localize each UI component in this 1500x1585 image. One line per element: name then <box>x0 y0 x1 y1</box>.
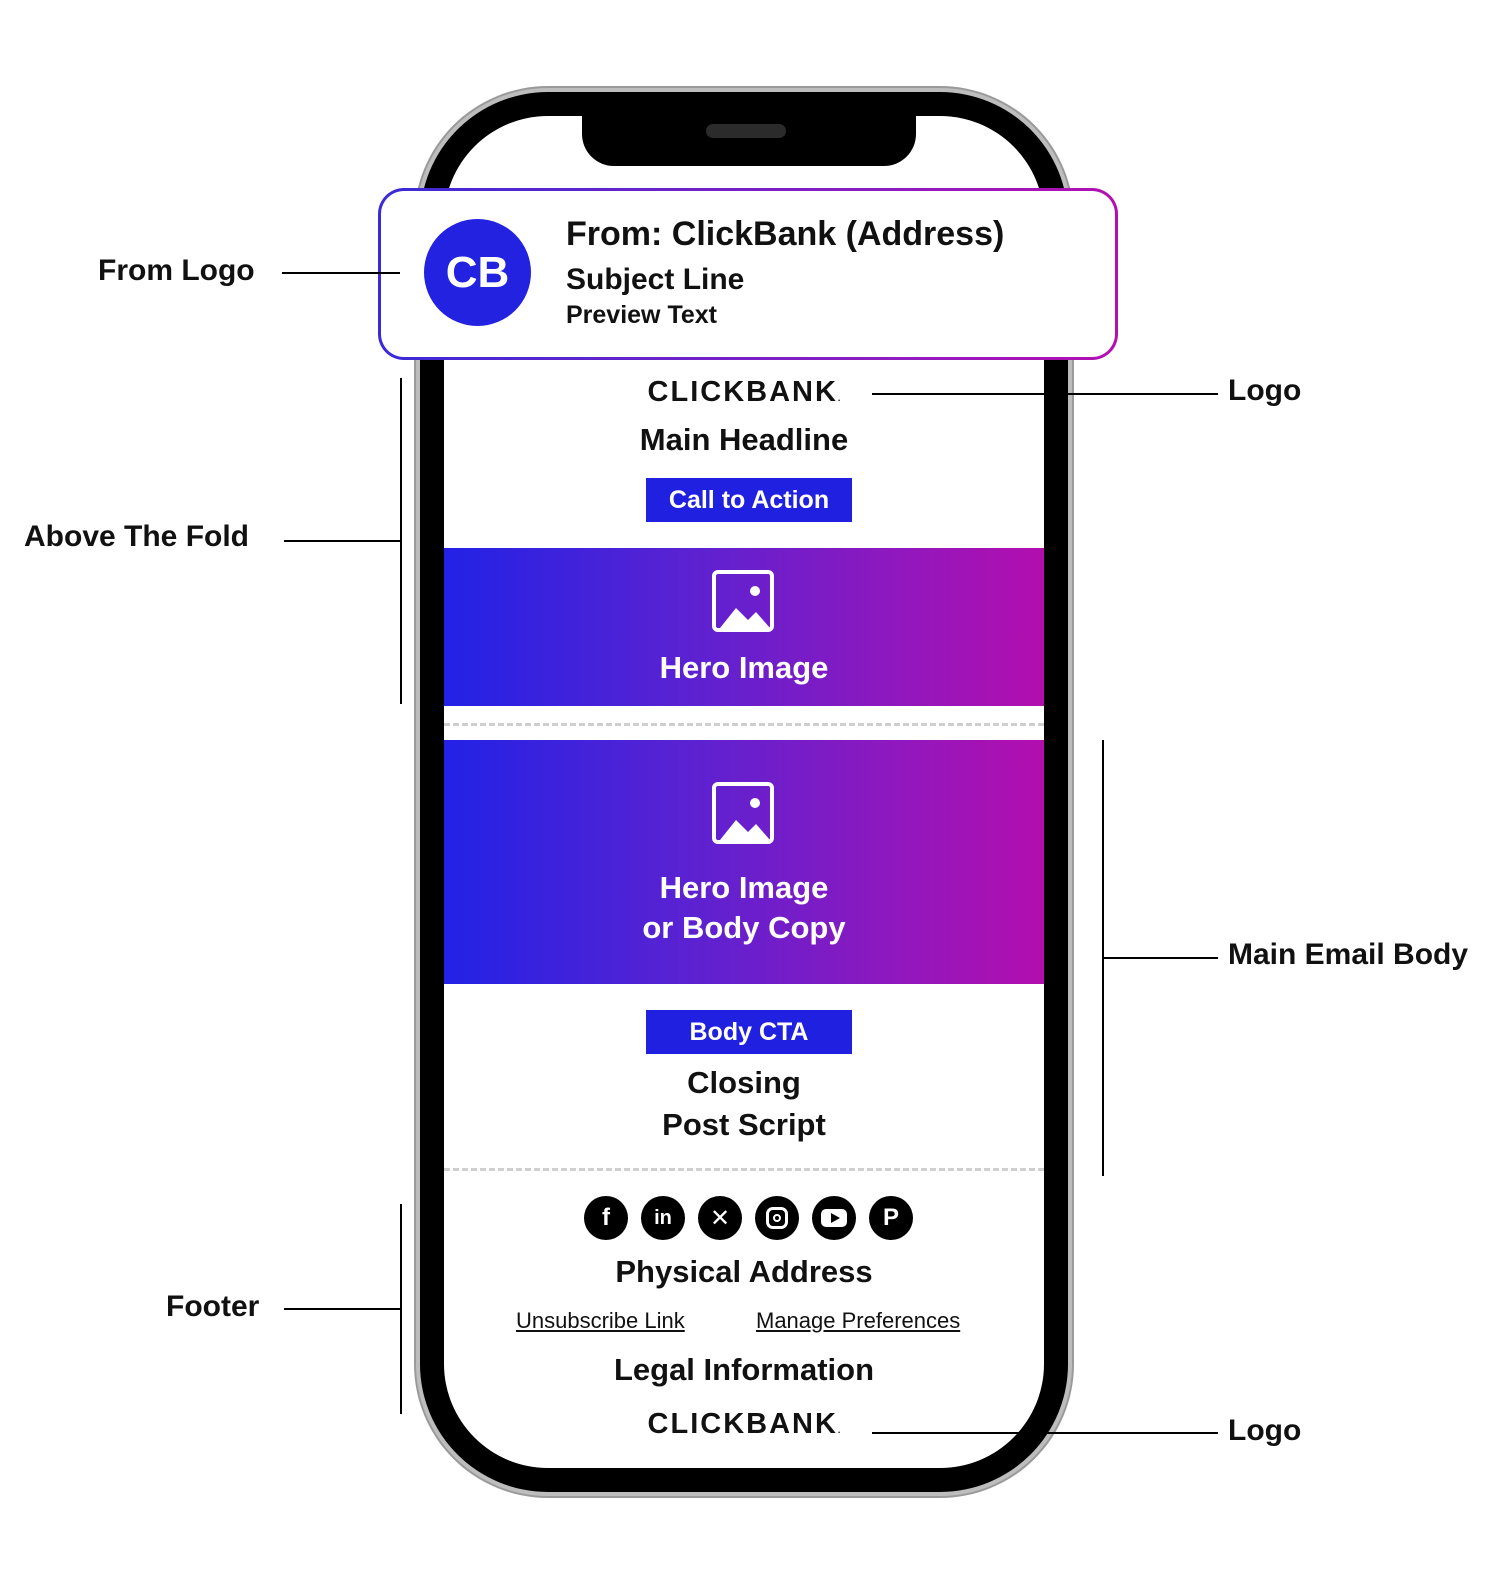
annotation-logo-bottom: Logo <box>1228 1414 1302 1447</box>
annotation-line <box>284 1308 400 1310</box>
hero-label: Hero Image <box>659 650 829 685</box>
hero-body-line1: Hero Image <box>659 870 829 905</box>
annotation-bracket <box>400 1204 402 1414</box>
post-script-text: Post Script <box>662 1107 826 1142</box>
logo-wordmark: CLICKBANK <box>647 376 838 408</box>
annotation-line <box>282 272 400 274</box>
notification-card[interactable]: CB From: ClickBank (Address) Subject Lin… <box>378 188 1118 360</box>
youtube-icon[interactable] <box>812 1196 856 1240</box>
fold-divider <box>444 723 1044 726</box>
image-icon <box>712 782 774 844</box>
annotation-from-logo: From Logo <box>98 254 255 287</box>
annotation-line <box>872 1432 1218 1434</box>
x-icon[interactable]: ✕ <box>698 1196 742 1240</box>
annotation-line <box>872 393 1218 395</box>
from-line: From: ClickBank (Address) <box>566 215 1005 253</box>
legal-information: Legal Information <box>613 1352 875 1387</box>
main-headline: Main Headline <box>639 422 849 457</box>
annotation-line <box>1102 957 1218 959</box>
annotation-line <box>284 540 400 542</box>
from-logo-avatar: CB <box>424 219 531 326</box>
cta-button[interactable]: Call to Action <box>646 478 852 522</box>
logo-mark: . <box>837 393 841 403</box>
annotation-footer: Footer <box>166 1290 260 1323</box>
logo-wordmark: CLICKBANK <box>647 1408 838 1440</box>
annotation-logo-top: Logo <box>1228 374 1302 407</box>
email-logo-bottom: CLICKBANK. <box>444 1408 1044 1441</box>
manage-preferences-link[interactable]: Manage Preferences <box>756 1308 961 1333</box>
email-logo-top: CLICKBANK. <box>444 376 1044 409</box>
hero-body-line2: or Body Copy <box>642 910 846 945</box>
linkedin-icon[interactable]: in <box>641 1196 685 1240</box>
hero-image-1: Hero Image <box>444 548 1044 706</box>
logo-mark: . <box>837 1425 841 1435</box>
annotation-above-fold: Above The Fold <box>24 520 249 553</box>
pinterest-icon[interactable]: P <box>869 1196 913 1240</box>
physical-address: Physical Address <box>615 1254 873 1289</box>
unsubscribe-link[interactable]: Unsubscribe Link <box>516 1308 685 1333</box>
subject-line: Subject Line <box>566 263 745 296</box>
annotation-bracket <box>400 378 402 704</box>
phone-notch <box>582 112 916 166</box>
footer-divider <box>444 1168 1044 1171</box>
closing-text: Closing <box>687 1065 801 1100</box>
facebook-icon[interactable]: f <box>584 1196 628 1240</box>
preview-text: Preview Text <box>566 301 718 329</box>
instagram-icon[interactable] <box>755 1196 799 1240</box>
image-icon <box>712 570 774 632</box>
hero-image-2: Hero Image or Body Copy <box>444 740 1044 984</box>
annotation-main-body: Main Email Body <box>1228 938 1469 971</box>
body-cta-button[interactable]: Body CTA <box>646 1010 852 1054</box>
phone-speaker <box>706 124 786 138</box>
